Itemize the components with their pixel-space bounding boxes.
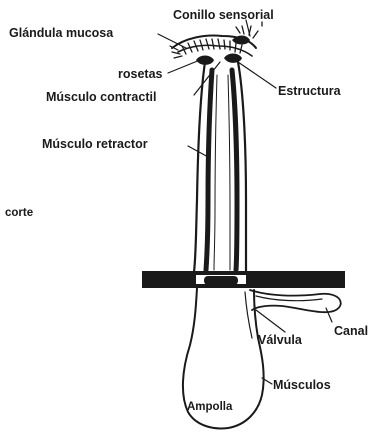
label-rosetas: rosetas [118, 67, 163, 81]
canal [250, 290, 341, 312]
label-musculo-contractil: Músculo contractil [46, 90, 156, 104]
corte-bar [142, 271, 345, 288]
label-conillo-sensorial: Conillo sensorial [173, 8, 274, 22]
label-glandula-mucosa: Glándula mucosa [9, 26, 114, 40]
label-valvula: Válvula [258, 333, 303, 347]
organ-outline [194, 62, 246, 272]
label-musculos: Músculos [273, 378, 331, 392]
label-estructura: Estructura [278, 84, 342, 98]
label-corte: corte [5, 207, 33, 219]
label-musculo-retractor: Músculo retractor [42, 137, 148, 151]
label-canal: Canal [334, 324, 368, 338]
label-ampolla: Ampolla [187, 401, 233, 413]
